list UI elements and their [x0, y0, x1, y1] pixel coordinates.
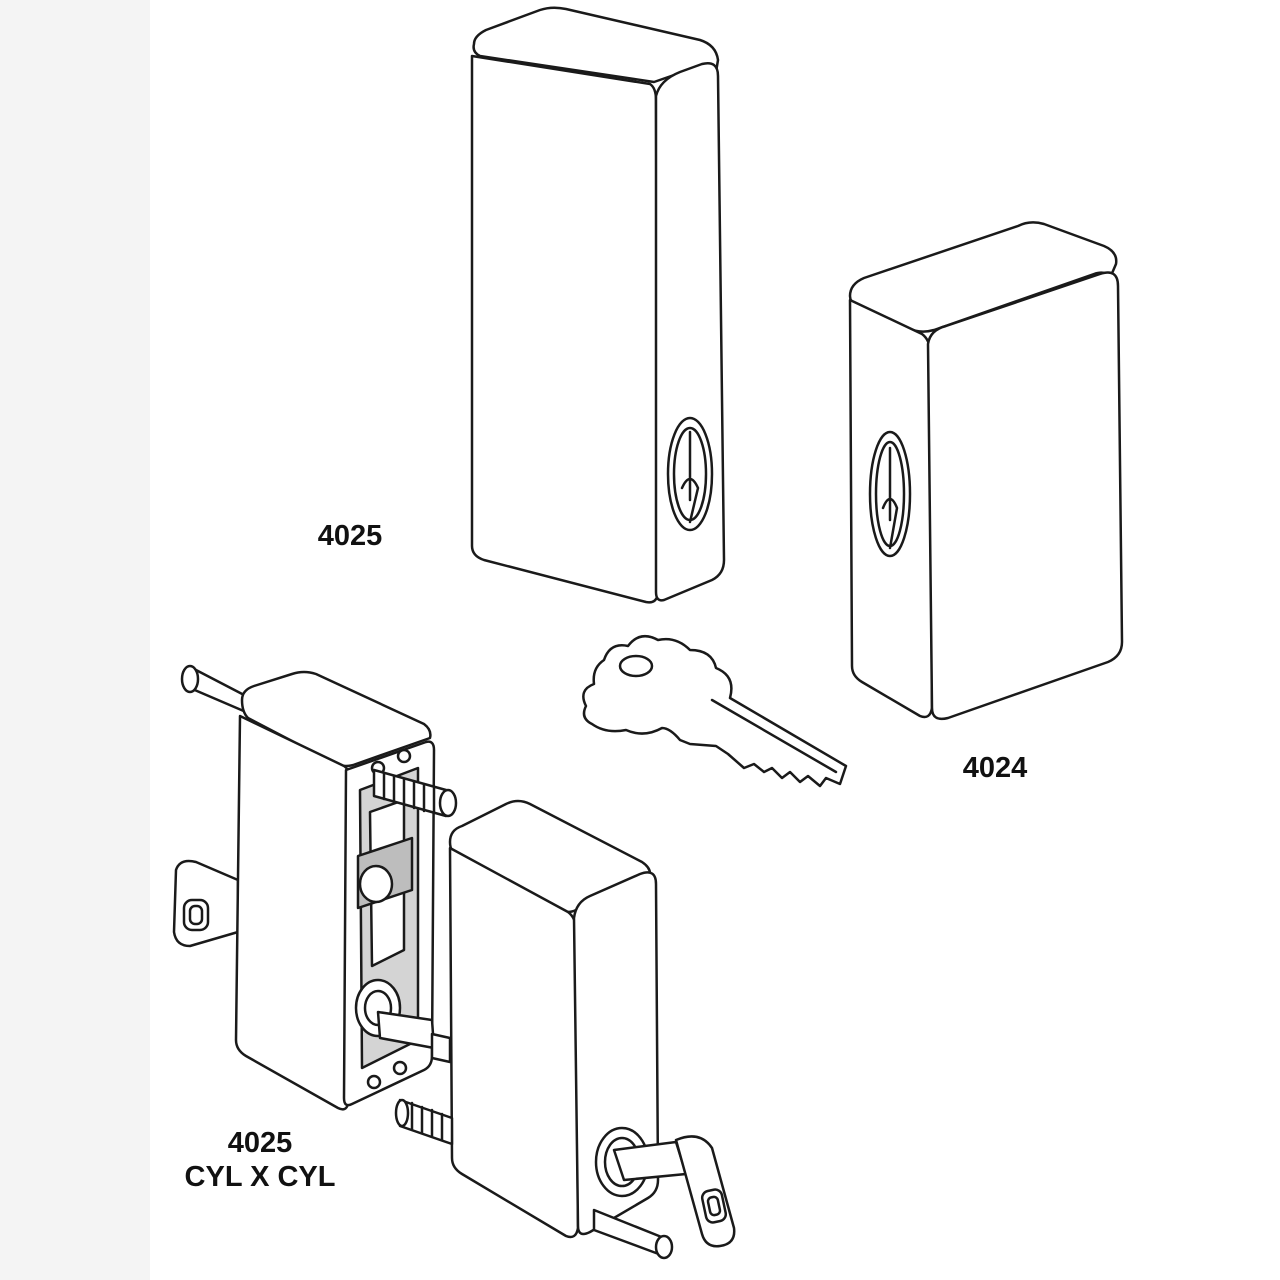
label-model-4024: 4024 [962, 752, 1028, 784]
label-model-4025-cyl-x-cyl: 4025 CYL X CYL [160, 1126, 360, 1194]
housing-4025-tall [470, 6, 726, 604]
assembly-4025-cyl-x-cyl [172, 664, 736, 1260]
key-loose [582, 634, 848, 788]
housing-4024-short [848, 221, 1124, 721]
label-model-number: 4025 [227, 1127, 293, 1159]
label-model-4025: 4025 [317, 520, 383, 552]
label-model-variant: CYL X CYL [184, 1161, 336, 1193]
left-margin-band [0, 0, 150, 1280]
